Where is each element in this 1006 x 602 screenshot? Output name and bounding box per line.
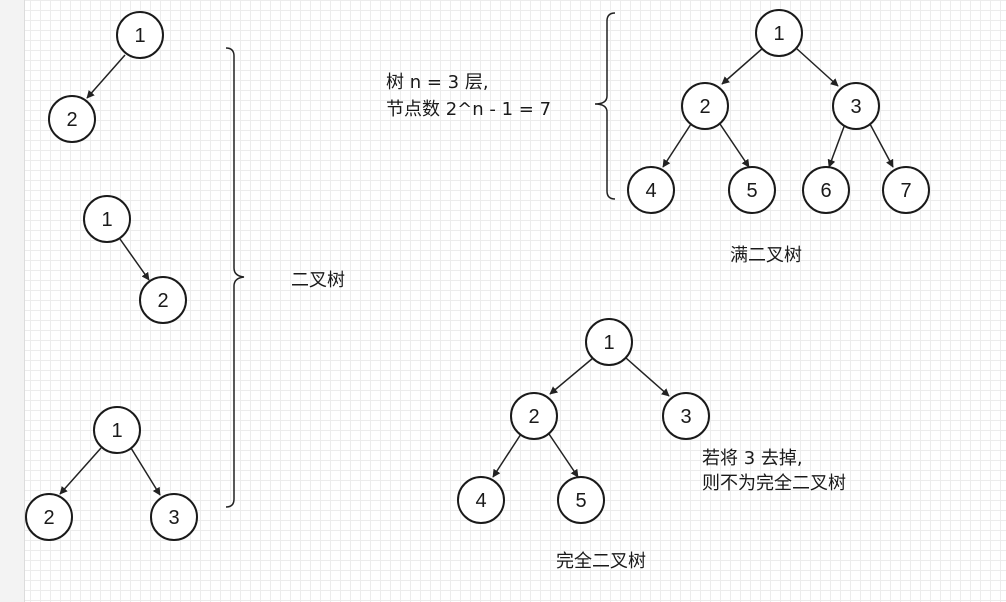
node-label: 2 [43,507,54,529]
tree-node[interactable]: 2 [25,493,73,541]
node-label: 2 [528,406,539,428]
node-label: 3 [168,507,179,529]
edge-1-to-2 [549,357,594,395]
edge-2-to-5 [719,123,750,168]
node-label: 6 [820,180,831,202]
tree-node[interactable]: 2 [681,82,729,130]
node-label: 1 [101,209,112,231]
full-tree-note-line1: 树 n = 3 层, [386,72,489,93]
full-binary-tree: 1 2 3 4 5 6 7 [627,9,930,214]
node-label: 1 [773,23,784,45]
node-label: 1 [603,332,614,354]
tree-node[interactable]: 4 [627,166,675,214]
node-label: 3 [680,406,691,428]
full-tree-brace [594,12,616,200]
node-label: 2 [66,109,77,131]
complete-tree-note-line1: 若将 3 去掉, [702,448,803,469]
tree-node[interactable]: 2 [48,95,96,143]
tree-node[interactable]: 1 [755,9,803,57]
tree-node[interactable]: 7 [882,166,930,214]
edge-3-to-7 [869,123,894,168]
node-label: 1 [134,25,145,47]
tree-node[interactable]: 1 [93,406,141,454]
tree-node[interactable]: 5 [728,166,776,214]
node-label: 7 [900,180,911,202]
tree-node[interactable]: 6 [802,166,850,214]
tree-node[interactable]: 1 [83,195,131,243]
edge-2-to-4 [662,123,692,168]
example-tree-2: 1 2 [83,195,187,324]
node-label: 2 [699,96,710,118]
node-label: 4 [475,490,486,512]
edge-1-to-3 [625,357,670,397]
complete-binary-tree-label: 完全二叉树 [556,551,646,572]
node-label: 5 [575,490,586,512]
binary-tree-brace [225,47,245,508]
node-label: 5 [746,180,757,202]
example-tree-1: 1 2 [48,11,164,143]
full-binary-tree-label: 满二叉树 [730,245,802,266]
full-tree-note-line2: 节点数 2^n - 1 = 7 [386,99,551,120]
edge-2-to-5 [548,433,579,478]
edge-1-to-3 [130,447,161,496]
tree-node[interactable]: 5 [557,476,605,524]
tree-node[interactable]: 3 [150,493,198,541]
node-label: 1 [111,420,122,442]
tree-node[interactable]: 2 [139,276,187,324]
edge-1-to-3 [795,47,839,87]
complete-tree-note-line2: 则不为完全二叉树 [702,473,846,494]
tree-node[interactable]: 2 [510,392,558,440]
binary-tree-label: 二叉树 [291,270,345,291]
node-label: 4 [645,180,656,202]
edge-1-to-2 [721,47,764,85]
canvas-left-edge [0,0,25,602]
tree-node[interactable]: 4 [457,476,505,524]
tree-node[interactable]: 1 [116,11,164,59]
node-label: 2 [157,290,168,312]
edge-1-to-2 [119,238,150,281]
tree-node[interactable]: 3 [832,82,880,130]
complete-binary-tree: 1 2 3 4 5 [457,318,710,524]
edge-3-to-6 [827,123,846,168]
edge-1-to-2 [86,54,126,99]
edge-1-to-2 [59,447,102,495]
example-tree-3: 1 2 3 [25,406,198,541]
tree-node[interactable]: 3 [662,392,710,440]
tree-node[interactable]: 1 [585,318,633,366]
node-label: 3 [850,96,861,118]
edge-2-to-4 [492,433,522,478]
